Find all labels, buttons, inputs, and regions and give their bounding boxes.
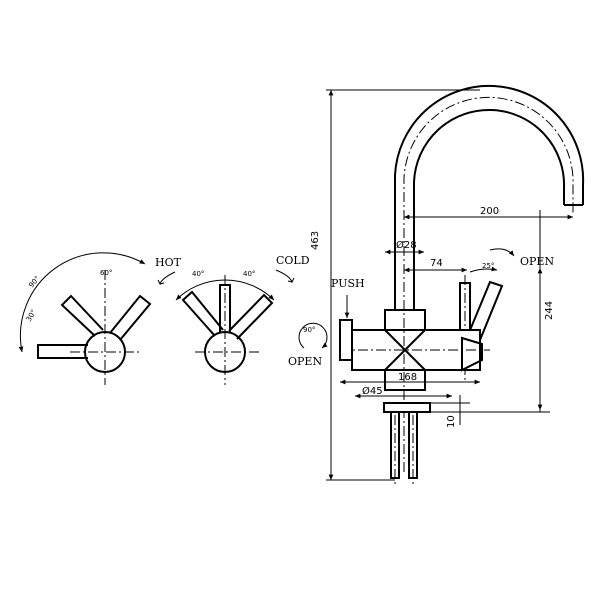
body-collar-top — [384, 309, 426, 331]
lever-30deg — [60, 294, 104, 337]
base-thickness-label: 10 — [446, 415, 457, 428]
cold-angle-label: 40° — [243, 270, 255, 278]
spout-inner — [413, 108, 566, 310]
reach-label: 200 — [480, 206, 499, 217]
push-button — [339, 319, 353, 361]
open-label-left: OPEN — [288, 355, 322, 368]
lever-horizontal — [37, 344, 88, 359]
rotate-arc — [298, 322, 328, 349]
hot-angle-label: 40° — [192, 270, 204, 278]
rotate-angle-label: 90° — [303, 326, 315, 334]
base-diameter-label: Ø45 — [362, 385, 383, 397]
handle-hot-cold-view: 40° 40° HOT COLD — [155, 254, 310, 385]
lever-angle-label: 25° — [482, 262, 494, 270]
spout-outer — [394, 84, 585, 310]
rotation-arc — [18, 252, 146, 353]
lever-height-label: 244 — [544, 301, 555, 320]
lever-cold — [228, 293, 274, 340]
spout-diameter-label: Ø28 — [396, 239, 417, 251]
push-label: PUSH — [331, 277, 365, 290]
arc-90-label: 90° — [27, 275, 41, 290]
lever-60deg — [109, 294, 152, 341]
hot-arrow-icon — [157, 271, 176, 286]
lever-hot — [181, 290, 224, 337]
cold-arrow-icon — [275, 269, 295, 284]
body-cross — [384, 329, 426, 371]
arc-60-label: 60° — [100, 269, 112, 277]
lever-vertical — [219, 284, 231, 333]
lever-angle-arc — [469, 266, 498, 273]
base-plate — [383, 402, 431, 413]
height-total-label: 463 — [310, 231, 321, 250]
arc-30-label: 30° — [25, 308, 38, 323]
spout-centerline — [403, 96, 574, 310]
open-label-right: OPEN — [520, 255, 554, 268]
cold-label: COLD — [276, 254, 310, 267]
faucet-elevation: 463 200 Ø28 74 25° OPEN 244 — [288, 84, 585, 485]
hot-label: HOT — [155, 256, 182, 269]
handle-rotation-view: 90° 30° 60° — [18, 252, 152, 385]
right-valve — [461, 336, 483, 372]
body-width-label: 168 — [398, 372, 417, 383]
hot-cold-arc — [175, 279, 275, 301]
side-lever-tilted — [467, 280, 504, 341]
lever-offset-label: 74 — [430, 258, 443, 269]
open-arrow-right-icon — [489, 248, 515, 257]
